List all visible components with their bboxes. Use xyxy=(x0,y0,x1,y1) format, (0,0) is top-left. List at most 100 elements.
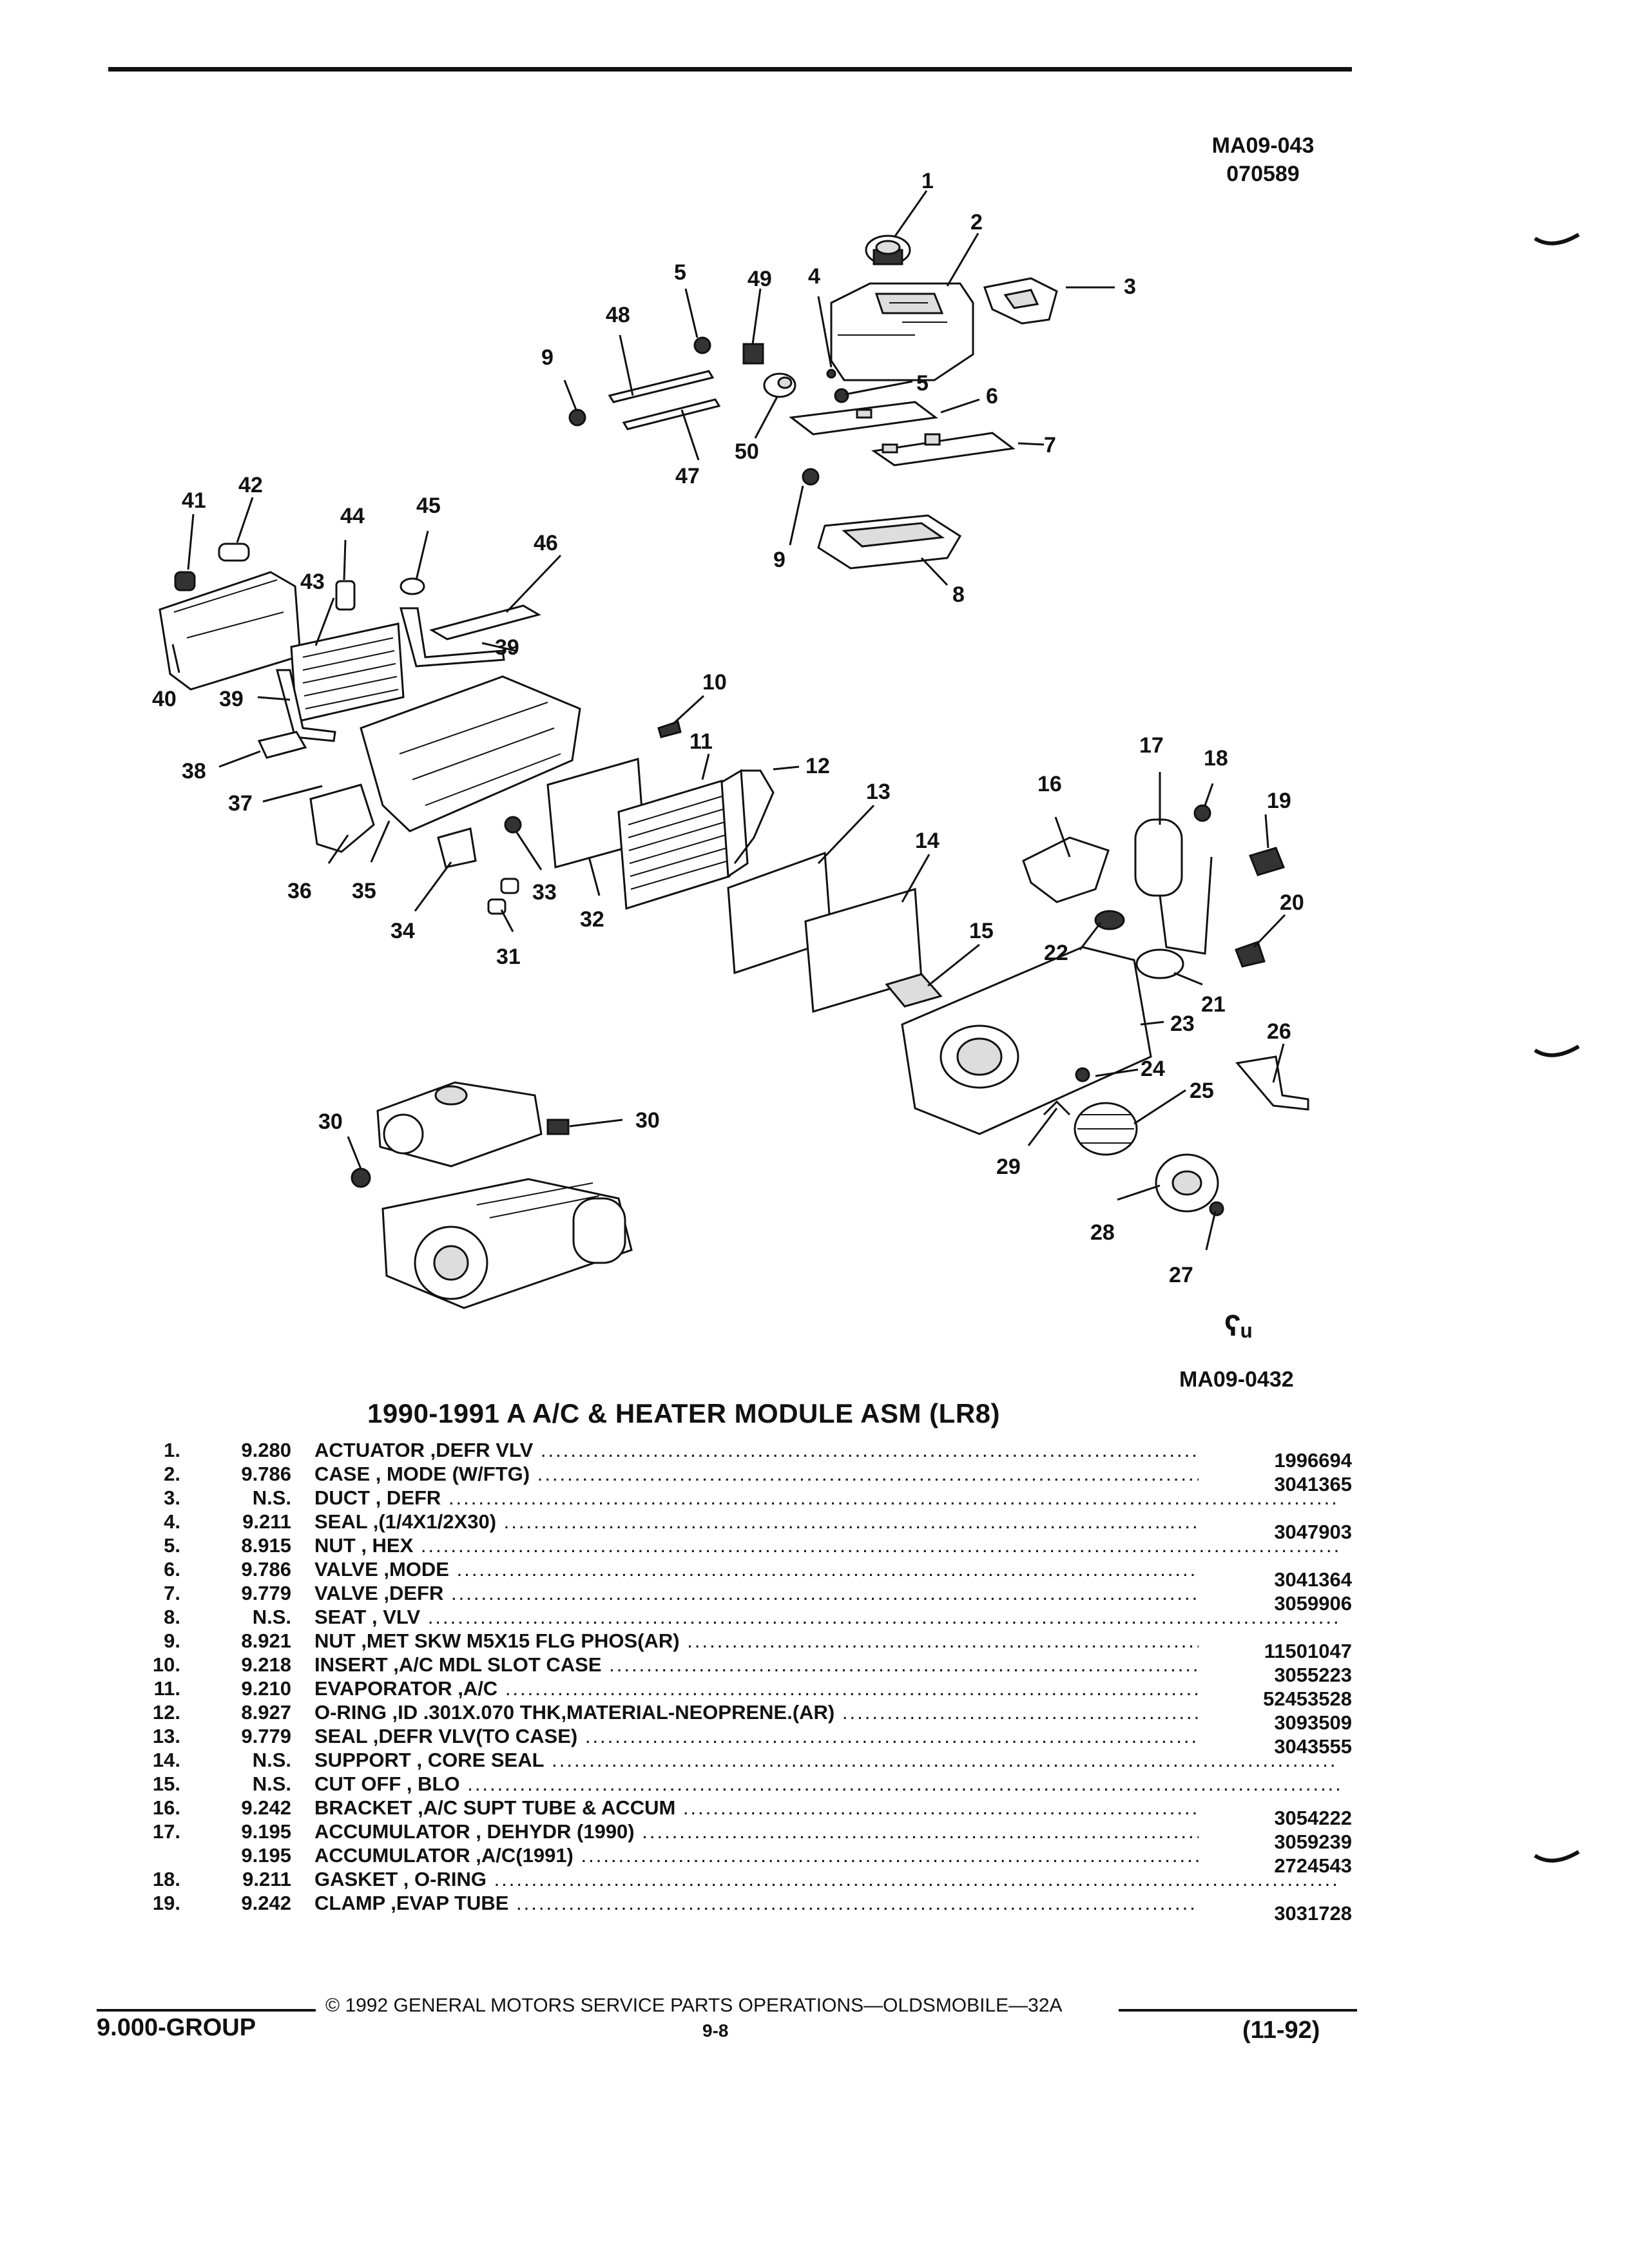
callout-39: 39 xyxy=(495,635,519,660)
callout-47: 47 xyxy=(675,464,700,488)
part-rods xyxy=(608,370,721,430)
part-description: SEAL ,DEFR VLV(TO CASE) xyxy=(314,1724,1339,1748)
part-group-ref: 8.927 xyxy=(241,1701,291,1724)
footer-copyright: © 1992 GENERAL MOTORS SERVICE PARTS OPER… xyxy=(325,1995,1063,2016)
figure-code-block: MA09-043 070589 xyxy=(1186,131,1340,188)
part-accumulator xyxy=(1134,818,1213,955)
part-fitting xyxy=(174,571,196,591)
part-bracket xyxy=(429,604,541,640)
part-item-number: 11. xyxy=(153,1677,180,1700)
scan-edge-mark xyxy=(1534,1850,1580,1863)
footer-rule-left xyxy=(97,2009,316,2012)
part-group-ref: 8.915 xyxy=(241,1534,291,1557)
part-group-ref: N.S. xyxy=(252,1606,291,1628)
part-group-ref: 9.779 xyxy=(241,1582,291,1604)
callout-4: 4 xyxy=(808,264,820,289)
part-item-number: 13. xyxy=(152,1725,180,1747)
figure-date-code: 070589 xyxy=(1226,162,1300,186)
callout-11: 11 xyxy=(689,729,713,754)
part-clamp xyxy=(335,580,356,611)
part-description: VALVE ,MODE xyxy=(314,1557,1339,1581)
part-description: SEAL ,(1/4X1/2X30) xyxy=(314,1510,1339,1533)
top-rule xyxy=(108,67,1352,72)
part-flange-nut xyxy=(568,408,586,427)
callout-5b: 5 xyxy=(916,371,929,396)
callout-27: 27 xyxy=(1169,1263,1193,1287)
part-actuator xyxy=(865,235,911,265)
part-evaporator xyxy=(617,769,749,910)
part-item-number: 17. xyxy=(152,1820,180,1843)
part-pipe xyxy=(400,607,505,668)
assembled-module-bottom xyxy=(381,1178,633,1309)
callout-19: 19 xyxy=(1267,789,1291,813)
part-bracket xyxy=(257,731,307,759)
parts-list-row: 3.N.S.DUCT , DEFR xyxy=(142,1486,1353,1510)
part-group-ref: 8.921 xyxy=(241,1629,291,1652)
callout-38: 38 xyxy=(182,759,206,783)
part-description: ACCUMULATOR ,A/C(1991) xyxy=(314,1843,1339,1867)
part-item-number: 19. xyxy=(152,1892,180,1914)
part-washer xyxy=(400,577,425,595)
callout-40: 40 xyxy=(152,687,177,711)
part-item-number: 12. xyxy=(152,1701,180,1724)
part-evap-tube-clamp xyxy=(1248,847,1286,876)
callout-8: 8 xyxy=(952,582,965,607)
callout-21: 21 xyxy=(1201,992,1226,1017)
exploded-parts-diagram: 1 2 3 4 5 5 6 7 8 9 9 10 11 12 13 14 15 … xyxy=(152,169,1309,1309)
part-item-number: 10. xyxy=(152,1653,180,1676)
part-description: DUCT , DEFR xyxy=(314,1486,1339,1510)
callout-32: 32 xyxy=(580,907,604,932)
part-group-ref: N.S. xyxy=(252,1749,291,1771)
part-item-number: 4. xyxy=(164,1510,180,1533)
part-description: CUT OFF , BLO xyxy=(314,1772,1339,1796)
part-group-ref: 9.779 xyxy=(241,1725,291,1747)
part-insert xyxy=(657,720,682,738)
part-description: BRACKET ,A/C SUPT TUBE & ACCUM xyxy=(314,1796,1339,1820)
callout-29: 29 xyxy=(996,1155,1021,1179)
part-group-ref: 9.195 xyxy=(241,1844,291,1867)
part-group-ref: 9.210 xyxy=(241,1677,291,1700)
part-description: SUPPORT , CORE SEAL xyxy=(314,1748,1339,1772)
footer-revision: (11-92) xyxy=(1242,2017,1320,2044)
callout-15: 15 xyxy=(969,919,994,943)
callout-33: 33 xyxy=(532,880,557,905)
part-screw xyxy=(1209,1201,1224,1216)
callout-35: 35 xyxy=(352,879,376,903)
part-item-number: 14. xyxy=(152,1749,180,1771)
part-heater-case xyxy=(360,675,581,832)
callout-22: 22 xyxy=(1044,941,1068,965)
callout-26: 26 xyxy=(1267,1019,1291,1044)
part-description: O-RING ,ID .301X.070 THK,MATERIAL-NEOPRE… xyxy=(314,1700,1339,1724)
part-fitting xyxy=(218,543,250,562)
callout-12: 12 xyxy=(805,754,830,778)
part-item-number: 7. xyxy=(164,1582,180,1604)
part-valve-seat xyxy=(817,514,962,570)
parts-list-row: 8.N.S.SEAT , VLV xyxy=(142,1605,1353,1629)
part-number: 3031728 xyxy=(1199,1901,1352,1925)
part-description: INSERT ,A/C MDL SLOT CASE xyxy=(314,1653,1339,1677)
part-item-number: 8. xyxy=(164,1606,180,1628)
callout-20: 20 xyxy=(1280,890,1304,915)
part-o-ring-gasket xyxy=(1193,804,1211,822)
footer-rule-right xyxy=(1119,2009,1357,2012)
callout-43: 43 xyxy=(300,570,325,594)
part-bushing xyxy=(763,372,796,398)
callout-45: 45 xyxy=(416,494,441,518)
callout-36: 36 xyxy=(287,879,312,903)
part-blower-housing xyxy=(901,946,1152,1135)
callout-39b: 39 xyxy=(219,687,244,711)
callout-41: 41 xyxy=(182,488,206,513)
part-group-ref: 9.242 xyxy=(241,1796,291,1819)
part-item-number: 15. xyxy=(152,1773,180,1795)
